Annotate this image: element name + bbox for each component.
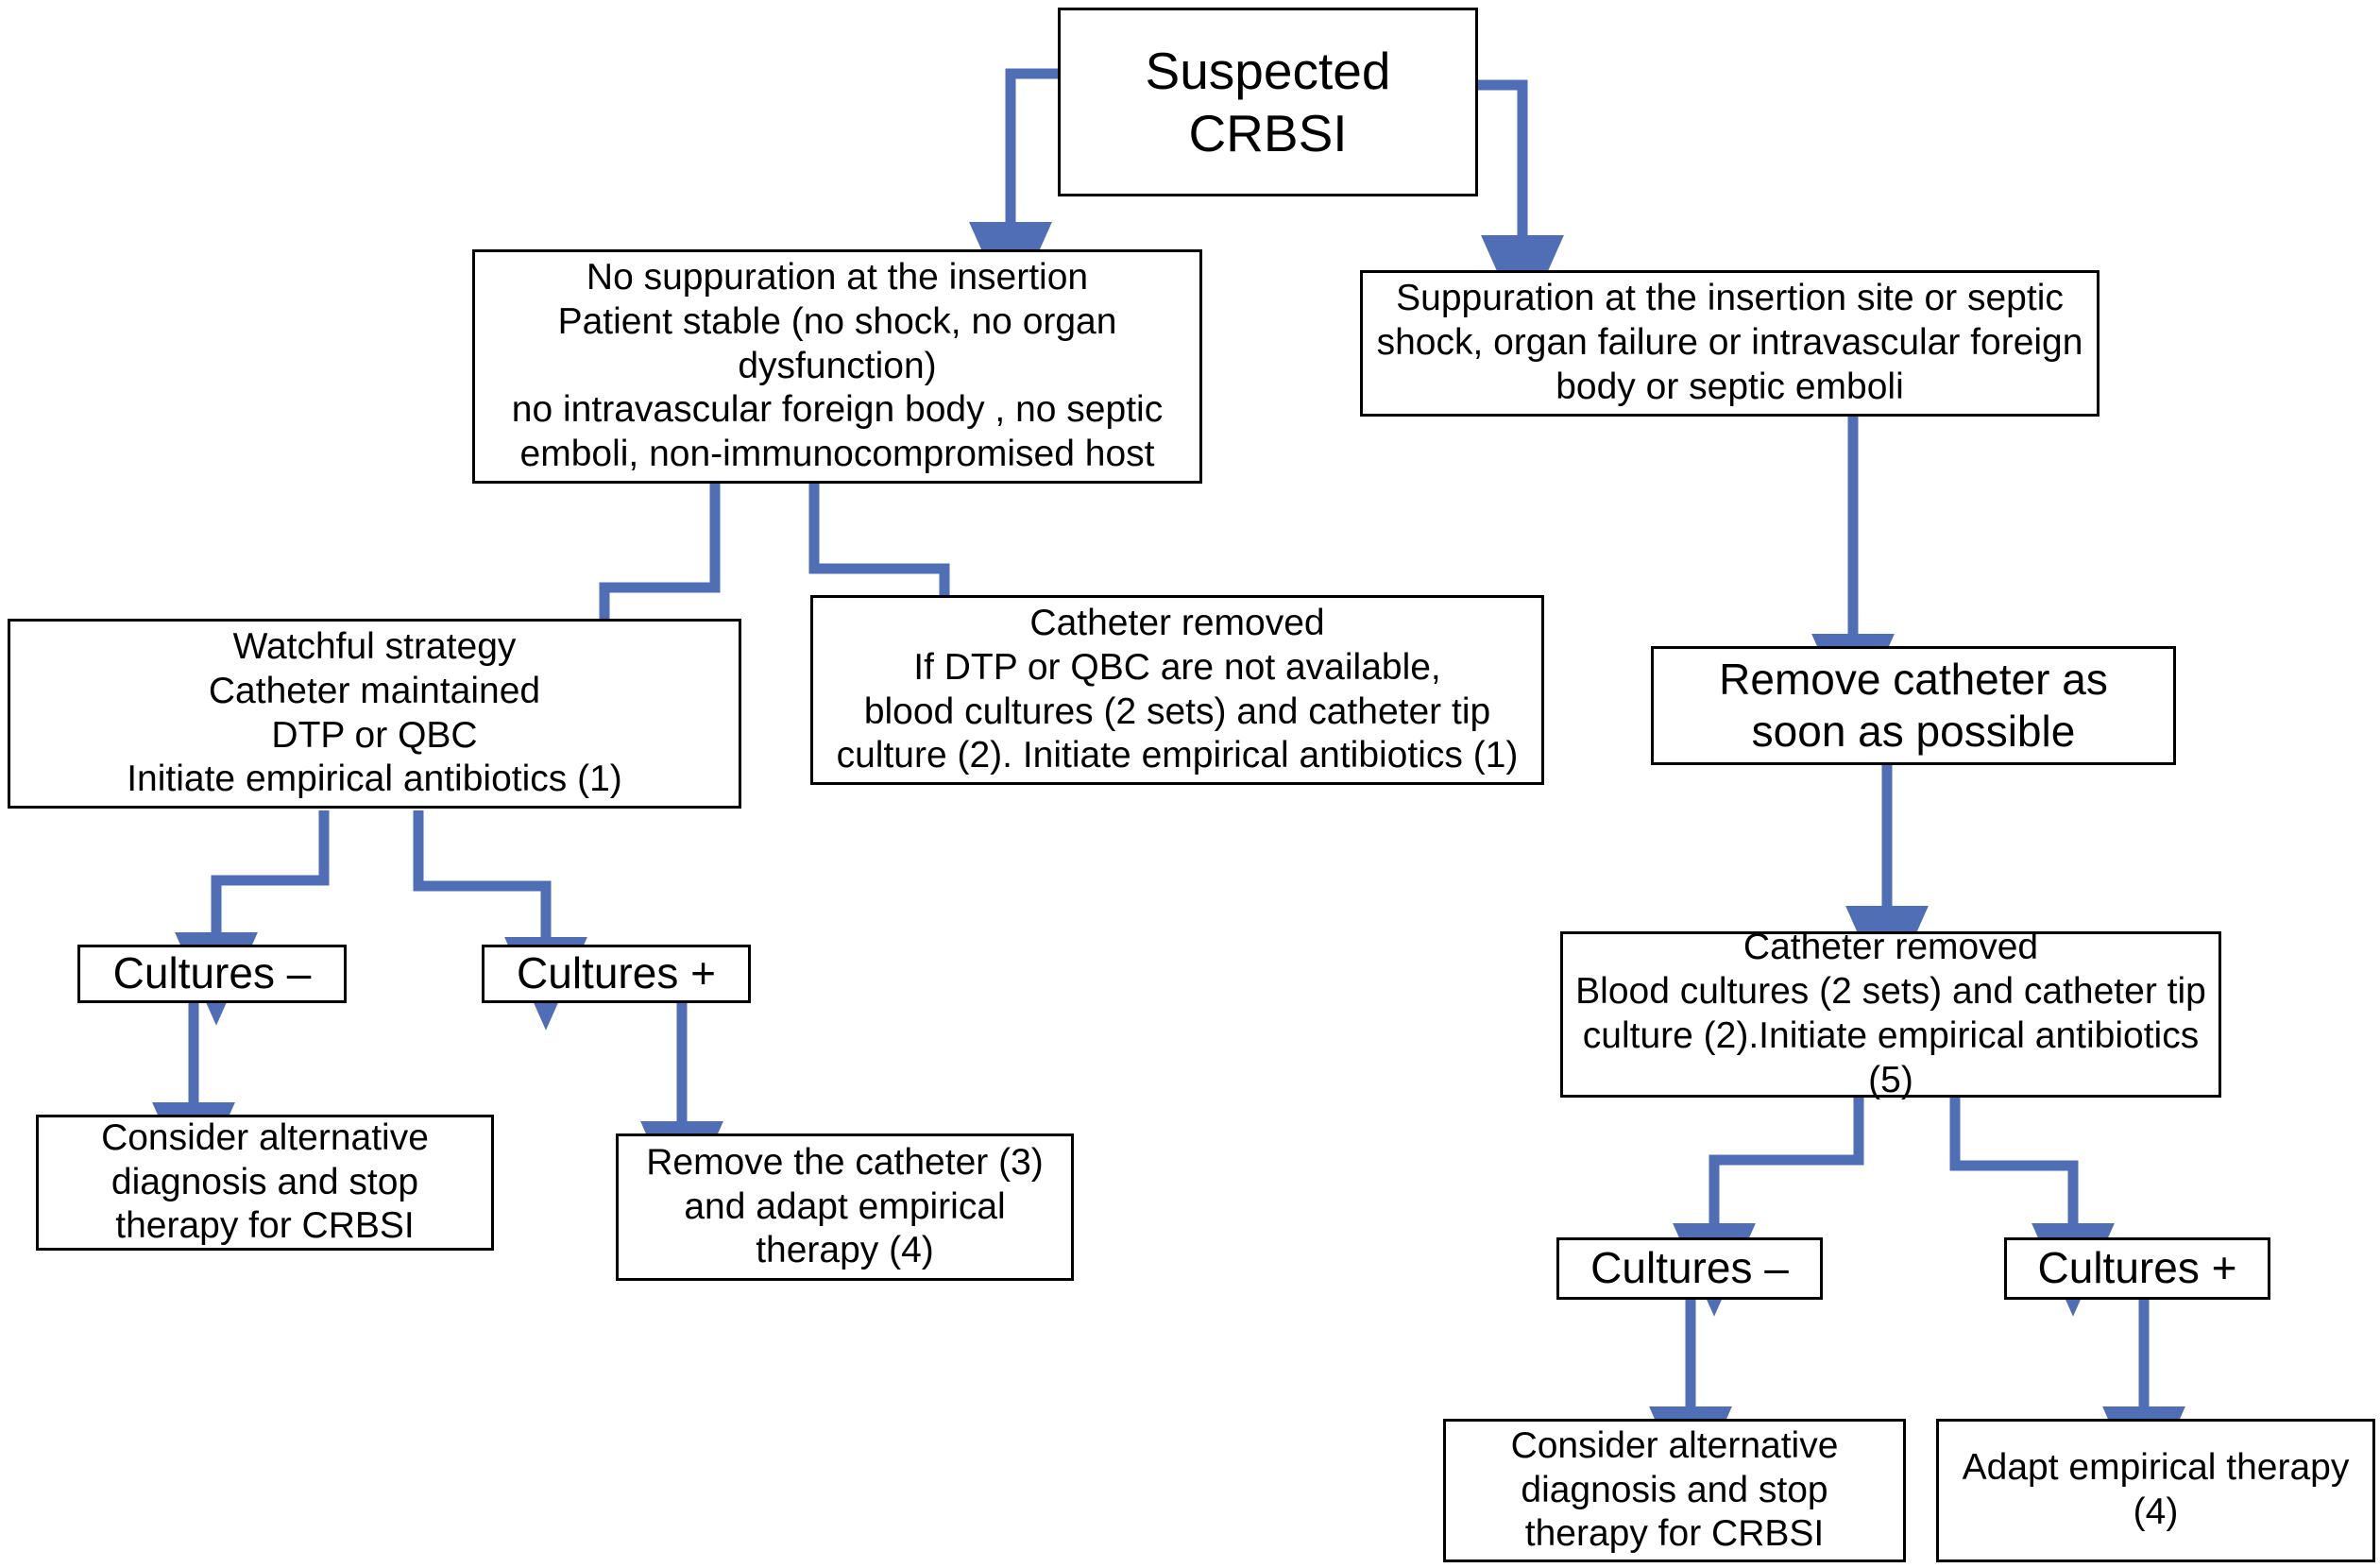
node-label-cultures-neg-left: Cultures – xyxy=(112,948,312,998)
node-consider-alternative-right[interactable]: Consider alternative diagnosis and stop … xyxy=(1443,1419,1906,1562)
node-remove-catheter-asap[interactable]: Remove catheter as soon as possible xyxy=(1651,646,2176,765)
node-right-criteria[interactable]: Suppuration at the insertion site or sep… xyxy=(1360,270,2100,417)
node-label-remove-adapt: Remove the catheter (3) and adapt empiri… xyxy=(646,1141,1044,1271)
node-cultures-positive-right[interactable]: Cultures + xyxy=(2004,1237,2270,1300)
edge-root-to-left-criteria xyxy=(969,68,1058,315)
node-label-left-criteria: No suppuration at the insertion Patient … xyxy=(511,257,1164,475)
node-label-right-criteria: Suppuration at the insertion site or sep… xyxy=(1376,278,2083,407)
node-label-consider-alt-right: Consider alternative diagnosis and stop … xyxy=(1510,1424,1839,1555)
node-label-root: Suspected CRBSI xyxy=(1145,42,1391,162)
node-cultures-negative-left[interactable]: Cultures – xyxy=(77,945,347,1003)
node-label-remove-asap: Remove catheter as soon as possible xyxy=(1719,654,2108,756)
edge-cathremright-to-cultures-pos-right xyxy=(1949,1098,2115,1317)
node-label-cultures-pos-right: Cultures + xyxy=(2037,1243,2237,1293)
node-catheter-removed-right[interactable]: Catheter removed Blood cultures (2 sets)… xyxy=(1560,927,2221,1100)
node-label-cultures-neg-right: Cultures – xyxy=(1590,1243,1789,1293)
edge-cathremright-to-cultures-neg-right xyxy=(1673,1098,1864,1317)
node-catheter-removed-left[interactable]: Catheter removed If DTP or QBC are not a… xyxy=(810,595,1544,785)
node-label-consider-alt-left: Consider alternative diagnosis and stop … xyxy=(101,1116,429,1247)
edge-root-to-right-criteria xyxy=(1478,79,1564,329)
node-left-criteria[interactable]: No suppuration at the insertion Patient … xyxy=(472,249,1202,484)
node-cultures-negative-right[interactable]: Cultures – xyxy=(1556,1237,1823,1300)
node-label-watchful: Watchful strategy Catheter maintained DT… xyxy=(127,625,622,800)
node-label-catheter-removed-right: Catheter removed Blood cultures (2 sets)… xyxy=(1575,927,2206,1100)
node-adapt-empirical-therapy[interactable]: Adapt empirical therapy (4) xyxy=(1936,1419,2375,1562)
edge-watchful-to-cultures-neg-left xyxy=(175,810,330,1026)
edge-watchful-to-cultures-pos-left xyxy=(413,810,587,1031)
node-cultures-positive-left[interactable]: Cultures + xyxy=(482,945,751,1003)
node-suspected-crbsi[interactable]: Suspected CRBSI xyxy=(1058,8,1478,196)
node-label-cultures-pos-left: Cultures + xyxy=(517,948,716,998)
node-label-catheter-removed-left: Catheter removed If DTP or QBC are not a… xyxy=(836,602,1519,776)
node-label-adapt-therapy: Adapt empirical therapy (4) xyxy=(1962,1447,2350,1532)
node-watchful-strategy[interactable]: Watchful strategy Catheter maintained DT… xyxy=(8,619,741,809)
node-remove-catheter-adapt[interactable]: Remove the catheter (3) and adapt empiri… xyxy=(616,1133,1074,1281)
node-consider-alternative-left[interactable]: Consider alternative diagnosis and stop … xyxy=(36,1115,494,1251)
